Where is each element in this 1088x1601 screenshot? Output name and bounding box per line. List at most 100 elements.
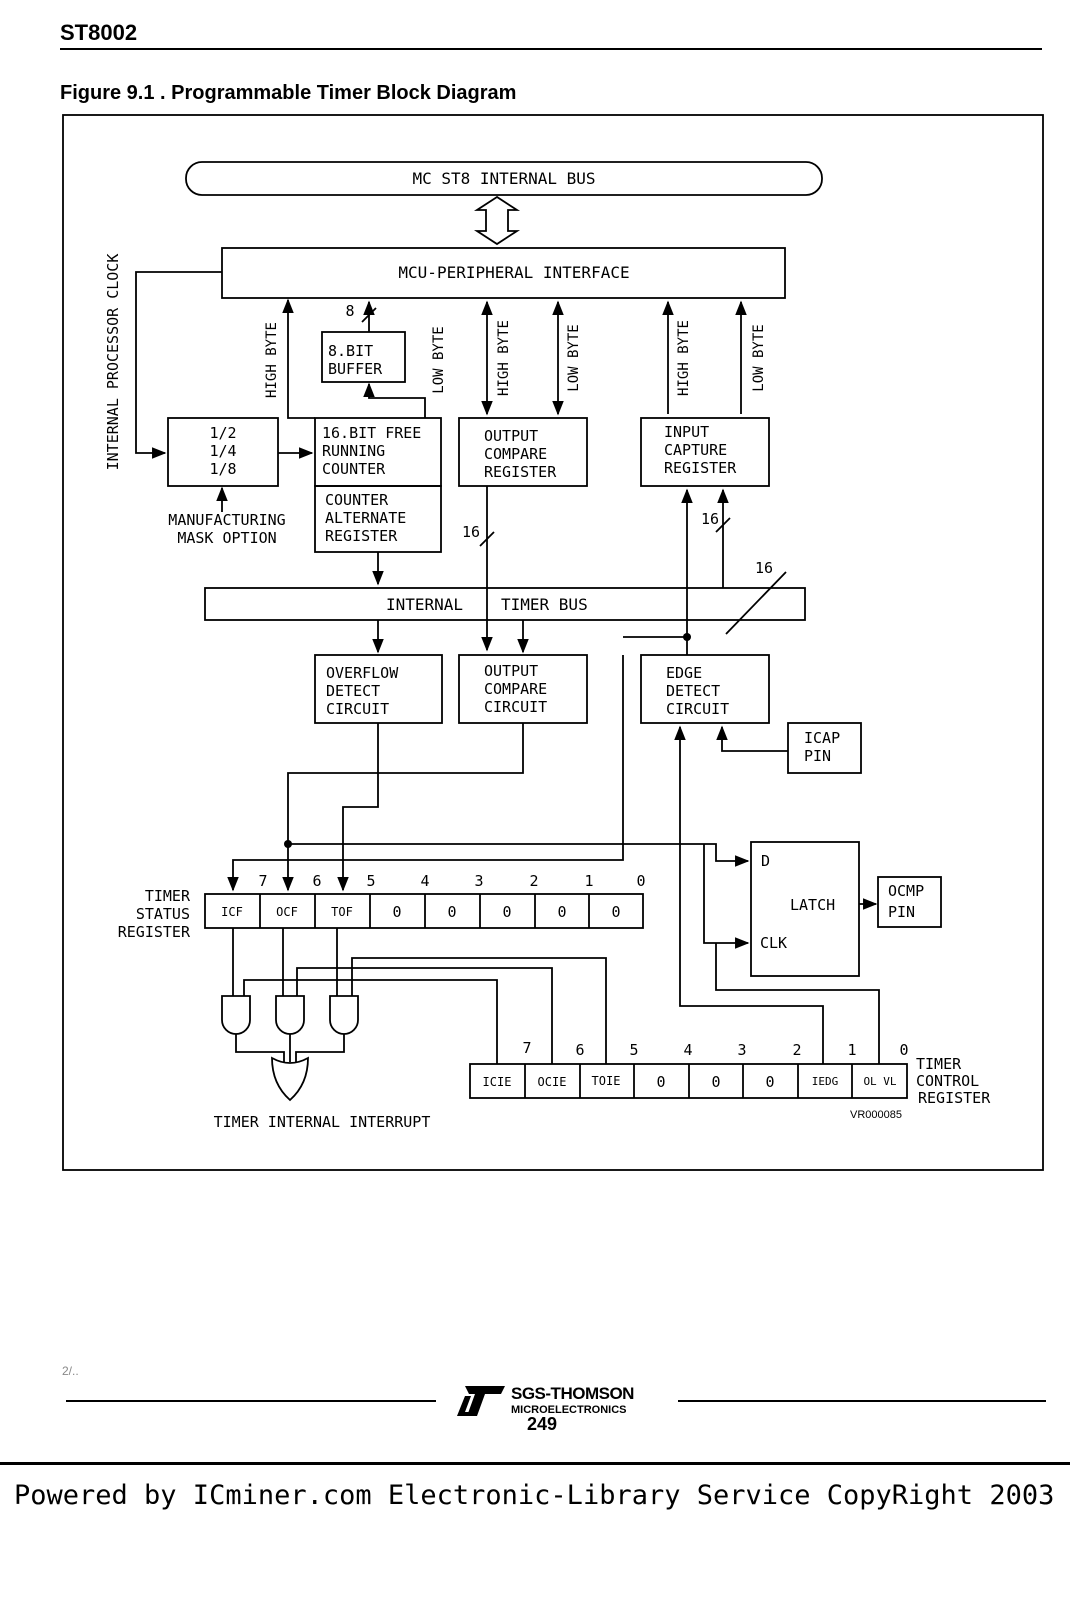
counter-label-1: 16.BIT FREE (322, 424, 421, 442)
header-rule (60, 48, 1042, 50)
footer-rule-left (66, 1400, 436, 1402)
sgs-thomson-logo: SGS-THOMSON MICROELECTRONICS 249 (455, 1384, 665, 1436)
edge-label-1: EDGE (666, 664, 702, 682)
tcr-cell-olvl: OL VL (863, 1075, 896, 1088)
buffer-box (321, 331, 406, 383)
buffer-width: 8 (345, 302, 354, 320)
low-byte-to-buffer (363, 382, 426, 418)
alt-label-1: COUNTER (325, 491, 389, 509)
bus-16-slash (725, 571, 787, 635)
tsr-cell-ocf: OCF (276, 905, 298, 919)
tcr-bit-6: 6 (575, 1041, 584, 1059)
tcr-cells: ICIE OCIE TOIE 0 0 0 IEDG OL VL (483, 1073, 897, 1091)
occ-label-1: OUTPUT (484, 662, 538, 680)
edge-box (640, 654, 770, 724)
icr-label-1: INPUT (664, 423, 709, 441)
tcr-cell-2: 0 (765, 1073, 774, 1091)
tsr-cell-2: 0 (502, 903, 511, 921)
internal-timer-bus (204, 587, 806, 621)
edge-label-2: DETECT (666, 682, 720, 700)
tsr-cells: ICF OCF TOF 0 0 0 0 0 (221, 903, 620, 921)
icap-label-2: PIN (804, 747, 831, 765)
bus-width: 16 (755, 559, 773, 577)
icap-label-1: ICAP (804, 729, 840, 747)
tcr-bit-1: 1 (847, 1041, 856, 1059)
counter-label-2: RUNNING (322, 442, 385, 460)
tsr-cell-3: 0 (447, 903, 456, 921)
latch-box (750, 841, 860, 977)
tcr-bit-0: 0 (899, 1041, 908, 1059)
ocf-to-latch-clk (703, 844, 750, 949)
ocf-to-latch-d (288, 843, 750, 867)
tsr-bit-0: 0 (636, 872, 645, 890)
ovf-to-tof (337, 723, 379, 892)
tsr-name-1: TIMER (145, 887, 191, 905)
ovf-label-1: OVERFLOW (326, 664, 399, 682)
icr-box (640, 417, 770, 487)
tsr-bit-5: 5 (366, 872, 375, 890)
brand-name: SGS-THOMSON (511, 1384, 634, 1403)
part-number: ST8002 (60, 20, 138, 45)
ocmp-label-1: OCMP (888, 882, 924, 900)
mcu-label: MCU-PERIPHERAL INTERFACE (398, 263, 629, 282)
tsr-bit-6: 6 (312, 872, 321, 890)
internal-bus (185, 161, 823, 196)
footer-rule-right (678, 1400, 1046, 1402)
brand-sub: MICROELECTRONICS (511, 1404, 627, 1416)
bus-double-arrow (473, 195, 521, 246)
edge-label-3: CIRCUIT (666, 700, 729, 718)
tcr-cell-3: 0 (711, 1073, 720, 1091)
icap-to-edge (716, 725, 788, 752)
mfg-label-2: MASK OPTION (177, 529, 276, 547)
interrupt-label: TIMER INTERNAL INTERRUPT (214, 1113, 431, 1131)
tcr-bit-numbers: 7 6 5 4 3 2 1 0 (522, 1039, 908, 1059)
clock-wire (135, 271, 222, 459)
buffer-label-2: BUFFER (328, 360, 383, 378)
tcr-bit-4: 4 (683, 1041, 692, 1059)
ocr-label-1: OUTPUT (484, 427, 538, 445)
or-gate (271, 1056, 309, 1102)
itbus-label-2: TIMER BUS (501, 595, 588, 614)
tsr-register (204, 893, 644, 929)
edge-to-icf (227, 655, 624, 892)
div-label-3: 1/8 (209, 460, 236, 478)
divider-box (167, 417, 279, 487)
latch-label: LATCH (790, 896, 835, 914)
icap-box (787, 722, 862, 774)
tcr-name-1: TIMER (916, 1055, 962, 1073)
ocmp-label-2: PIN (888, 903, 915, 921)
tcr-bit-5: 5 (629, 1041, 638, 1059)
div-label-2: 1/4 (209, 442, 236, 460)
alt-label-3: REGISTER (325, 527, 398, 545)
and-gate-1 (221, 995, 251, 1035)
and-gate-2 (275, 995, 305, 1035)
figure-title: Figure 9.1 . Programmable Timer Block Di… (60, 82, 517, 104)
page-mark: 2/.. (62, 1364, 79, 1378)
tsr-name-3: REGISTER (118, 923, 191, 941)
buffer-label-1: 8.BIT (328, 342, 373, 360)
ovf-label-3: CIRCUIT (326, 700, 389, 718)
mfg-label-1: MANUFACTURING (168, 511, 285, 529)
tcr-name-3: REGISTER (918, 1089, 991, 1107)
tsr-bit-4: 4 (420, 872, 429, 890)
tsr-bit-7: 7 (258, 872, 267, 890)
tcr-bit-2: 2 (792, 1041, 801, 1059)
high-byte-label-3: HIGH BYTE (676, 320, 692, 396)
icr-width: 16 (701, 510, 719, 528)
low-byte-label-2: LOW BYTE (566, 324, 582, 391)
mcu-interface-box (221, 247, 786, 299)
latch-d-label: D (761, 852, 770, 870)
tcr-cell-iedg: IEDG (812, 1075, 839, 1088)
clock-label: INTERNAL PROCESSOR CLOCK (104, 254, 122, 471)
ocr-label-2: COMPARE (484, 445, 547, 463)
tsr-name-2: STATUS (136, 905, 190, 923)
bus-label: MC ST8 INTERNAL BUS (412, 169, 595, 188)
tcr-cell-ocie: OCIE (538, 1075, 567, 1089)
tsr-cell-1: 0 (557, 903, 566, 921)
counter-label-3: COUNTER (322, 460, 386, 478)
tsr-bit-3: 3 (474, 872, 483, 890)
ovf-label-2: DETECT (326, 682, 380, 700)
tcr-cell-4: 0 (656, 1073, 665, 1091)
ocmp-box (877, 876, 942, 928)
